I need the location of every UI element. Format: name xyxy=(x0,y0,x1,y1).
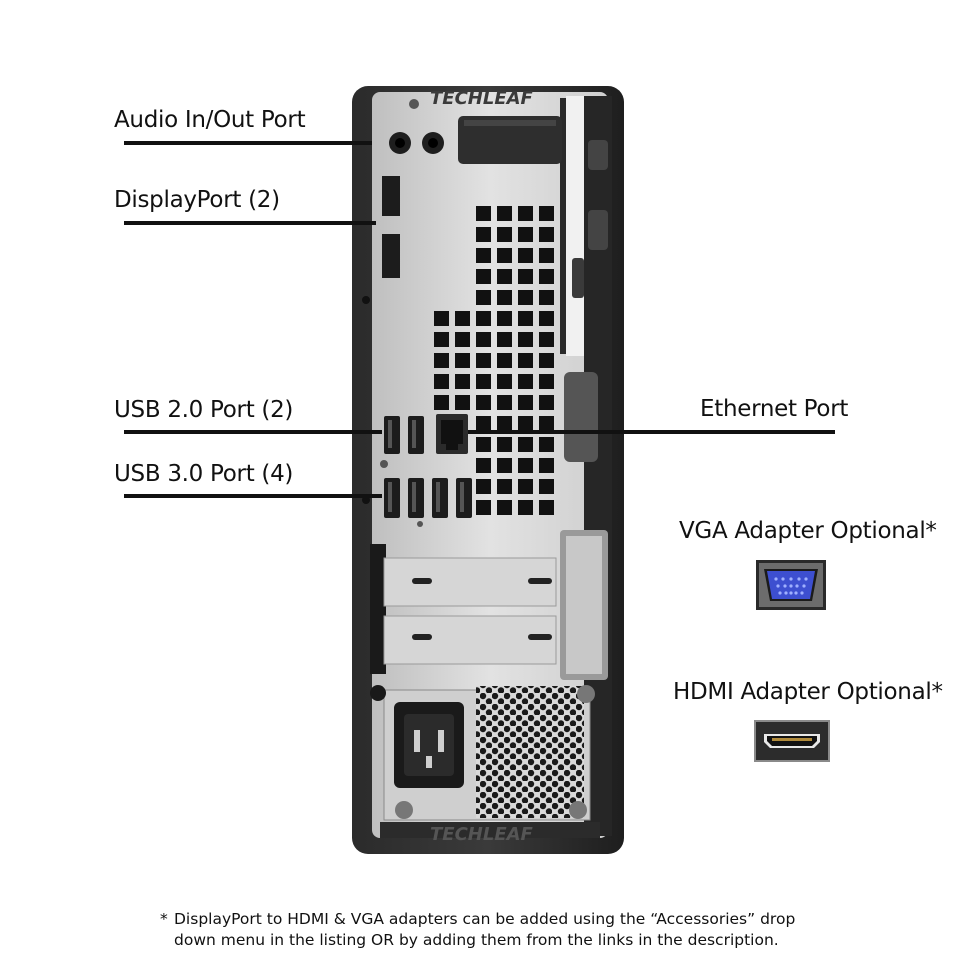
lock-slot xyxy=(458,116,562,164)
audio-port-callout-line xyxy=(124,141,372,145)
displayport-1 xyxy=(382,176,400,216)
vga-port-icon xyxy=(756,560,826,610)
footnote-marker: * xyxy=(160,910,168,928)
footnote-line-1: DisplayPort to HDMI & VGA adapters can b… xyxy=(174,910,796,928)
vent-hole xyxy=(434,353,449,368)
vent-hole xyxy=(539,437,554,452)
vga-adapter-label: VGA Adapter Optional* xyxy=(679,518,937,544)
vent-hole xyxy=(518,479,533,494)
vent-hole xyxy=(539,269,554,284)
vent-hole xyxy=(476,248,491,263)
vent-hole xyxy=(476,479,491,494)
vent-hole xyxy=(539,332,554,347)
vent-hole xyxy=(476,416,491,431)
usb3-port-callout-line xyxy=(124,494,382,498)
vent-hole xyxy=(476,374,491,389)
vent-hole xyxy=(539,248,554,263)
vent-hole xyxy=(539,374,554,389)
footnote-line-2: down menu in the listing OR by adding th… xyxy=(174,931,779,949)
displayport-callout-line xyxy=(124,221,376,225)
vent-hole xyxy=(434,374,449,389)
vent-hole xyxy=(539,395,554,410)
vent-hole xyxy=(539,206,554,221)
vent-hole xyxy=(518,227,533,242)
vent-hole xyxy=(518,437,533,452)
vent-hole xyxy=(518,458,533,473)
vent-hole xyxy=(434,395,449,410)
vent-hole xyxy=(497,500,512,515)
vent-hole xyxy=(518,353,533,368)
vent-hole xyxy=(518,290,533,305)
watermark-top: TECHLEAF xyxy=(430,88,534,109)
vent-hole xyxy=(455,311,470,326)
vent-hole xyxy=(518,311,533,326)
vent-hole xyxy=(455,374,470,389)
vent-hole xyxy=(539,311,554,326)
displayport-label: DisplayPort (2) xyxy=(114,187,280,213)
vent-hole xyxy=(539,353,554,368)
vent-hole xyxy=(497,206,512,221)
vent-hole xyxy=(539,458,554,473)
vent-hole xyxy=(476,458,491,473)
vent-hole xyxy=(518,416,533,431)
vent-grid xyxy=(434,206,554,515)
ethernet-port-callout-line xyxy=(468,430,835,434)
vent-hole xyxy=(497,416,512,431)
vent-hole xyxy=(476,206,491,221)
vent-hole xyxy=(497,227,512,242)
psu-fan-grille xyxy=(476,686,584,818)
vent-hole xyxy=(518,206,533,221)
vent-hole xyxy=(497,311,512,326)
vent-hole xyxy=(434,332,449,347)
vent-hole xyxy=(497,374,512,389)
vent-hole xyxy=(497,479,512,494)
vent-hole xyxy=(539,227,554,242)
vent-hole xyxy=(497,395,512,410)
vent-hole xyxy=(476,269,491,284)
vent-hole xyxy=(539,500,554,515)
vent-hole xyxy=(476,311,491,326)
ethernet-port-label: Ethernet Port xyxy=(700,396,849,422)
hdmi-adapter-label: HDMI Adapter Optional* xyxy=(673,679,943,705)
vent-hole xyxy=(455,395,470,410)
audio-port-label: Audio In/Out Port xyxy=(114,107,306,133)
vent-hole xyxy=(497,269,512,284)
vent-hole xyxy=(539,416,554,431)
vent-hole xyxy=(539,290,554,305)
vent-hole xyxy=(434,311,449,326)
vent-hole xyxy=(518,332,533,347)
vent-hole xyxy=(497,248,512,263)
vent-hole xyxy=(476,353,491,368)
usb3-port-label: USB 3.0 Port (4) xyxy=(114,461,294,487)
vent-hole xyxy=(518,248,533,263)
vent-hole xyxy=(518,374,533,389)
vent-hole xyxy=(497,353,512,368)
usb2-port-callout-line xyxy=(124,430,382,434)
vent-hole xyxy=(497,437,512,452)
vent-hole xyxy=(497,458,512,473)
watermark-bottom: TECHLEAF xyxy=(430,824,534,845)
usb2-port-label: USB 2.0 Port (2) xyxy=(114,397,294,423)
vent-hole xyxy=(476,437,491,452)
vent-hole xyxy=(476,500,491,515)
expansion-slot-2 xyxy=(383,615,557,665)
vent-hole xyxy=(539,479,554,494)
vent-hole xyxy=(455,332,470,347)
vent-hole xyxy=(455,353,470,368)
vent-hole xyxy=(476,227,491,242)
hdmi-port-icon xyxy=(754,720,830,762)
vent-hole xyxy=(476,332,491,347)
vent-hole xyxy=(476,290,491,305)
vent-hole xyxy=(476,395,491,410)
vent-hole xyxy=(518,395,533,410)
vent-hole xyxy=(518,269,533,284)
vent-hole xyxy=(497,332,512,347)
displayport-2 xyxy=(382,234,400,278)
vent-hole xyxy=(518,500,533,515)
vent-hole xyxy=(497,290,512,305)
